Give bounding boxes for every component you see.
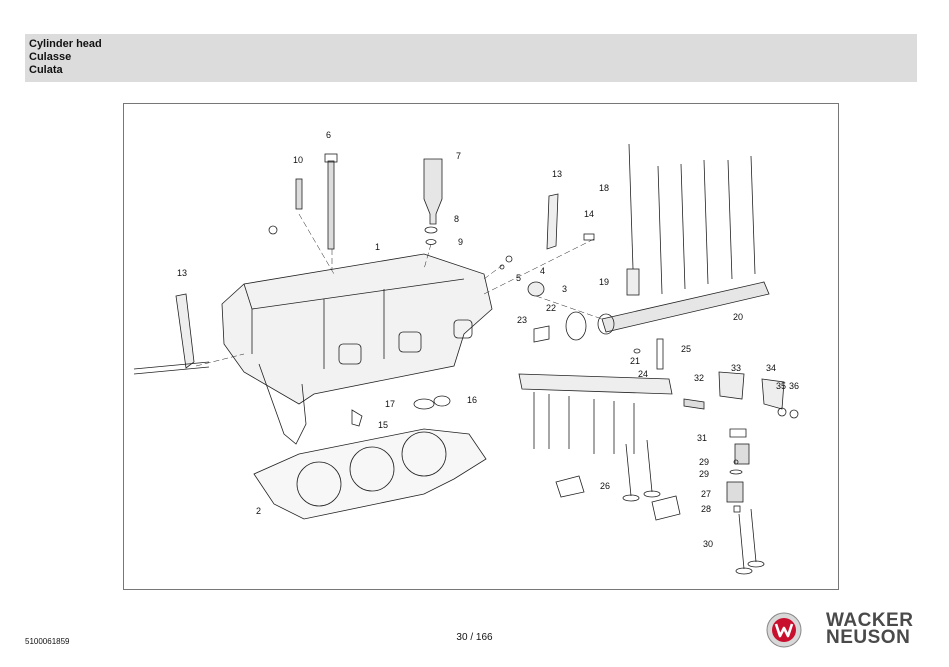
cylinder-head-exploded-drawing: 1 2 3 4 5 6 7 8 9 10 13 13 14 15 16 17 1… — [133, 130, 799, 575]
callout-27: 27 — [701, 489, 711, 499]
callout-28: 28 — [701, 504, 711, 514]
callout-23: 23 — [517, 315, 527, 325]
callout-1: 1 — [375, 242, 380, 252]
callout-labels: 1 2 3 4 5 6 7 8 9 10 13 13 14 15 16 17 1… — [177, 130, 799, 549]
callout-2: 2 — [256, 506, 261, 516]
callout-25: 25 — [681, 344, 691, 354]
callout-6: 6 — [326, 130, 331, 140]
wacker-neuson-w-logo-icon — [766, 612, 802, 648]
callout-30: 30 — [703, 539, 713, 549]
bolt-6 — [327, 160, 335, 250]
callout-29-upper: 29 — [699, 457, 709, 467]
callout-34: 34 — [766, 363, 776, 373]
callout-32: 32 — [694, 373, 704, 383]
callout-8: 8 — [454, 214, 459, 224]
spring-32 — [683, 398, 705, 410]
callout-4: 4 — [540, 266, 545, 276]
callout-29-lower: 29 — [699, 469, 709, 479]
sleeve-10 — [295, 178, 303, 210]
callout-22: 22 — [546, 303, 556, 313]
callout-15: 15 — [378, 420, 388, 430]
callout-21: 21 — [630, 356, 640, 366]
brand-wordmark: WACKER NEUSON — [826, 610, 914, 648]
callout-9: 9 — [458, 237, 463, 247]
exploded-parts-diagram: 1 2 3 4 5 6 7 8 9 10 13 13 14 15 16 17 1… — [123, 103, 839, 590]
callout-18: 18 — [599, 183, 609, 193]
callout-24: 24 — [638, 369, 648, 379]
callout-20: 20 — [733, 312, 743, 322]
callout-7: 7 — [456, 151, 461, 161]
title-english: Cylinder head — [29, 38, 102, 50]
head-gasket-2 — [253, 428, 487, 520]
callout-31: 31 — [697, 433, 707, 443]
callout-19: 19 — [599, 277, 609, 287]
brand-line-neuson: NEUSON — [826, 627, 911, 648]
page-number: 30 / 166 — [456, 632, 493, 643]
title-french: Culasse — [29, 51, 72, 63]
callout-13-right: 13 — [552, 169, 562, 179]
callout-16: 16 — [467, 395, 477, 405]
plug-3 — [527, 281, 545, 297]
cylinder-head-block — [221, 253, 493, 405]
callout-5: 5 — [516, 273, 521, 283]
document-number: 5100061859 — [25, 637, 70, 646]
callout-10: 10 — [293, 155, 303, 165]
bracket-13-right — [546, 193, 559, 250]
camshaft-20 — [601, 281, 770, 333]
title-spanish: Culata — [29, 64, 63, 76]
callout-14: 14 — [584, 209, 594, 219]
callout-13-left: 13 — [177, 268, 187, 278]
section-header: Cylinder head Culasse Culata — [25, 34, 917, 82]
callout-26: 26 — [600, 481, 610, 491]
injector-7 — [423, 158, 443, 225]
callout-3: 3 — [562, 284, 567, 294]
brand-line-wacker: WACKER — [826, 610, 914, 631]
callout-36: 36 — [789, 381, 799, 391]
callout-33: 33 — [731, 363, 741, 373]
callout-17: 17 — [385, 399, 395, 409]
rocker-shaft-24 — [518, 373, 673, 395]
callout-35: 35 — [776, 381, 786, 391]
bracket-13-left — [175, 293, 195, 369]
valve-spring-27 — [726, 481, 744, 503]
